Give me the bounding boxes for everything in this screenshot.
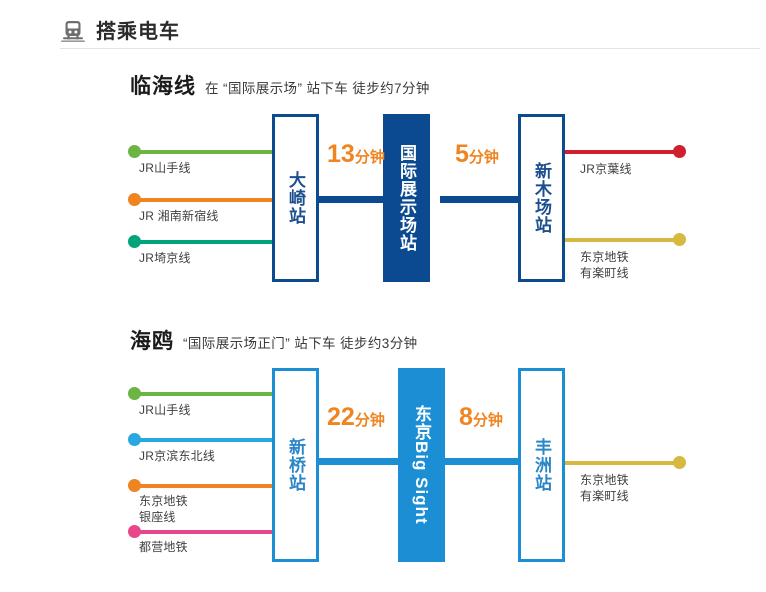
feeder-line — [136, 530, 274, 534]
line-note: 在 “国际展示场” 站下车 徒步约7分钟 — [205, 81, 430, 96]
station-box-tokyo-big-sight: 东京Big Sight — [398, 368, 445, 562]
duration-number: 13 — [327, 140, 355, 168]
station-name: 丰洲站 — [532, 438, 552, 492]
feeder-line — [136, 438, 274, 442]
section-title-yurikamome: 海鸥 “国际展示场正门” 站下车 徒步约3分钟 — [130, 325, 418, 355]
feeder-label: JR山手线 — [139, 161, 191, 175]
feeder-endpoint-dot — [673, 145, 686, 158]
train-icon — [60, 19, 86, 45]
feeder-label: JR山手线 — [139, 403, 191, 417]
feeder-endpoint-dot — [673, 456, 686, 469]
page-header: 搭乘电车 — [60, 10, 746, 54]
feeder-label: JR 湘南新宿线 — [139, 209, 219, 223]
feeder-label: JR埼京线 — [139, 251, 191, 265]
section-title-rinkai: 临海线 在 “国际展示场” 站下车 徒步约7分钟 — [130, 70, 430, 100]
duration-unit: 分钟 — [472, 412, 503, 429]
feeder-endpoint-dot — [128, 145, 141, 158]
header-divider — [60, 48, 760, 49]
page-title: 搭乘电车 — [96, 21, 180, 43]
feeder-label: JR京葉线 — [580, 162, 632, 176]
duration-shimbashi-bigsight: 22分钟 — [327, 403, 385, 432]
duration-number: 5 — [455, 140, 469, 168]
line-name: 海鸥 — [130, 330, 174, 353]
feeder-line — [563, 238, 681, 242]
feeder-line — [136, 150, 274, 154]
station-name: 国际展示场站 — [397, 144, 417, 252]
feeder-line — [136, 198, 274, 202]
station-box-shimbashi: 新桥站 — [272, 368, 319, 562]
station-name: 东京Big Sight — [412, 405, 432, 525]
feeder-label: 东京地铁 有楽町线 — [580, 250, 629, 281]
feeder-line — [136, 392, 274, 396]
trunk-segment — [315, 196, 403, 203]
trunk-segment — [440, 458, 522, 465]
feeder-line — [563, 150, 681, 154]
station-name: 新桥站 — [286, 438, 306, 492]
feeder-endpoint-dot — [128, 525, 141, 538]
feeder-endpoint-dot — [128, 387, 141, 400]
line-name: 临海线 — [130, 75, 196, 98]
feeder-label: 东京地铁 银座线 — [139, 494, 188, 525]
feeder-endpoint-dot — [128, 433, 141, 446]
feeder-line — [563, 461, 681, 465]
duration-unit: 分钟 — [468, 149, 499, 166]
duration-number: 8 — [459, 403, 473, 431]
feeder-endpoint-dot — [673, 233, 686, 246]
feeder-line — [136, 240, 274, 244]
feeder-label: 都营地铁 — [139, 540, 188, 554]
duration-number: 22 — [327, 403, 355, 431]
feeder-endpoint-dot — [128, 479, 141, 492]
line-note: “国际展示场正门” 站下车 徒步约3分钟 — [183, 336, 418, 351]
station-name: 大崎站 — [286, 171, 306, 225]
station-box-osaki: 大崎站 — [272, 114, 319, 282]
station-name: 新木场站 — [532, 162, 552, 234]
feeder-label: 东京地铁 有楽町线 — [580, 473, 629, 504]
duration-bigsight-toyosu: 8分钟 — [459, 403, 503, 432]
station-box-shinkiba: 新木场站 — [518, 114, 565, 282]
feeder-endpoint-dot — [128, 193, 141, 206]
feeder-line — [136, 484, 274, 488]
duration-kokusai-shinkiba: 5分钟 — [455, 140, 499, 169]
duration-osaki-kokusai: 13分钟 — [327, 140, 385, 169]
feeder-label: JR京滨东北线 — [139, 449, 216, 463]
trunk-segment — [315, 458, 403, 465]
station-box-kokusai-tenjijo: 国际展示场站 — [383, 114, 430, 282]
station-box-toyosu: 丰洲站 — [518, 368, 565, 562]
trunk-segment — [440, 196, 522, 203]
feeder-endpoint-dot — [128, 235, 141, 248]
duration-unit: 分钟 — [354, 149, 385, 166]
duration-unit: 分钟 — [354, 412, 385, 429]
